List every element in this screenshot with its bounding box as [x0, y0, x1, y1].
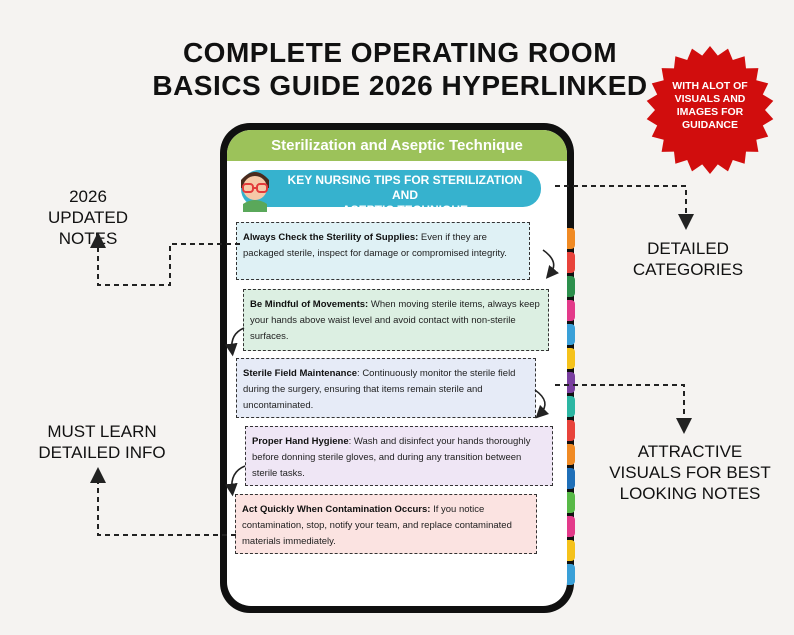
label-attractive-visuals: ATTRACTIVE VISUALS FOR BEST LOOKING NOTE…: [609, 442, 771, 503]
arrow-must-learn: [90, 467, 236, 536]
section-tab[interactable]: [567, 228, 575, 249]
tip-card-4: Proper Hand Hygiene: Wash and disinfect …: [245, 426, 553, 486]
tip-card-3: Sterile Field Maintenance: Continuously …: [236, 358, 536, 418]
section-tab[interactable]: [567, 348, 575, 369]
tips-title-pill: KEY NURSING TIPS FOR STERILIZATION AND A…: [241, 170, 541, 217]
tips-title: KEY NURSING TIPS FOR STERILIZATION AND A…: [287, 173, 523, 217]
section-tab[interactable]: [567, 324, 575, 345]
tip-card-5: Act Quickly When Contamination Occurs: I…: [235, 494, 537, 554]
label-detailed-categories: DETAILED CATEGORIES: [632, 239, 744, 279]
tip-heading: Sterile Field Maintenance: [243, 368, 358, 379]
tip-body: : Wash and disinfect your hands thorough…: [252, 436, 531, 479]
section-tab[interactable]: [567, 564, 575, 585]
tip-card-1: Always Check the Sterility of Supplies: …: [236, 222, 530, 280]
section-tab[interactable]: [567, 372, 575, 393]
section-tab[interactable]: [567, 516, 575, 537]
section-tab[interactable]: [567, 492, 575, 513]
tip-heading: Proper Hand Hygiene: [252, 436, 349, 447]
section-header: Sterilization and Aseptic Technique: [227, 130, 567, 161]
arrow-detailed-categories: [555, 185, 694, 230]
tip-body: Even if they are packaged sterile, inspe…: [243, 232, 507, 259]
nurse-avatar-icon: [241, 172, 269, 212]
page-title: COMPLETE OPERATING ROOM BASICS GUIDE 202…: [110, 36, 690, 102]
tablet-screen: Sterilization and Aseptic Technique KEY …: [227, 130, 567, 606]
seal-badge: [646, 46, 774, 174]
section-tab[interactable]: [567, 300, 575, 321]
tip-heading: Act Quickly When Contamination Occurs:: [242, 504, 431, 515]
tip-card-2: Be Mindful of Movements: When moving ste…: [243, 289, 549, 351]
section-tab[interactable]: [567, 540, 575, 561]
label-must-learn: MUST LEARN DETAILED INFO: [38, 422, 166, 462]
title-line-2: BASICS GUIDE 2026 HYPERLINKED: [152, 70, 648, 101]
tip-heading: Be Mindful of Movements:: [250, 299, 369, 310]
label-updated-notes: 2026 UPDATED NOTES: [48, 187, 128, 248]
section-tab[interactable]: [567, 396, 575, 417]
seal-text: WITH ALOT OF VISUALS AND IMAGES FOR GUID…: [672, 80, 748, 131]
section-tab[interactable]: [567, 468, 575, 489]
section-tab[interactable]: [567, 444, 575, 465]
section-tab[interactable]: [567, 420, 575, 441]
tip-body: When moving sterile items, always keep y…: [250, 299, 540, 342]
tip-body: : Continuously monitor the sterile field…: [243, 368, 516, 411]
section-tab[interactable]: [567, 276, 575, 297]
title-line-1: COMPLETE OPERATING ROOM: [182, 37, 618, 68]
tip-body: If you notice contamination, stop, notif…: [242, 504, 512, 547]
tip-heading: Always Check the Sterility of Supplies:: [243, 232, 419, 243]
section-tab[interactable]: [567, 252, 575, 273]
